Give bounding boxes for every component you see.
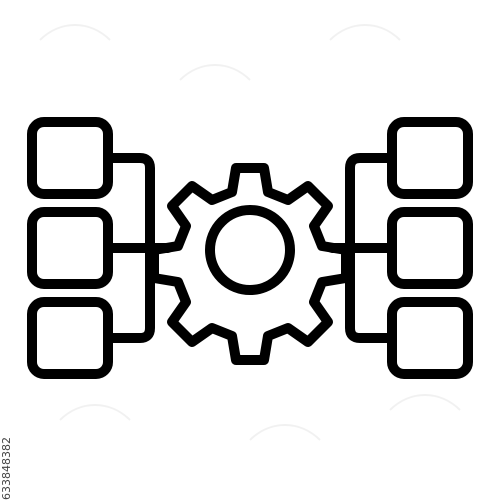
right-connector-top [345,153,397,253]
stock-id-label: 633848382 [0,437,13,500]
right-box-top [387,117,473,199]
right-connector-bottom [345,243,397,343]
left-box-middle [27,207,113,289]
left-box-bottom [27,297,113,379]
right-box-middle [387,207,473,289]
gear-icon [149,163,351,365]
gear-hub [205,205,295,295]
left-connector-bottom [103,243,155,343]
left-connector-top [103,153,155,253]
right-box-bottom [387,297,473,379]
left-box-top [27,117,113,199]
